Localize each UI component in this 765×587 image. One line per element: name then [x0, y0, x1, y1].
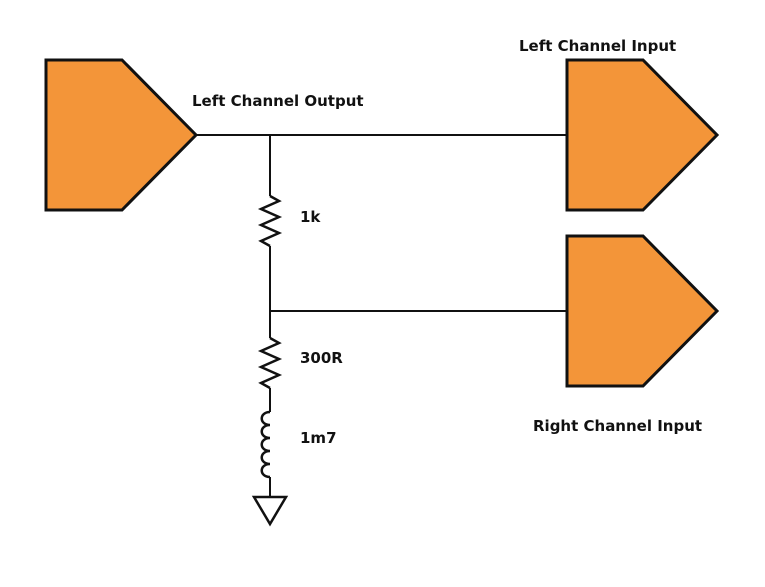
- left-channel-input-block: [565, 58, 720, 212]
- left-channel-output-label: Left Channel Output: [192, 92, 364, 110]
- left-channel-input-label: Left Channel Input: [519, 37, 677, 55]
- resistor-300r-label: 300R: [300, 349, 343, 367]
- resistor-1k-label: 1k: [300, 208, 321, 226]
- ground-icon: [251, 495, 289, 527]
- resistor-1k: [257, 194, 283, 248]
- inductor-1m7: [260, 410, 271, 479]
- left-channel-output-block: [44, 58, 199, 212]
- right-channel-input-block: [565, 234, 720, 388]
- right-channel-input-label: Right Channel Input: [533, 417, 703, 435]
- resistor-300r: [257, 336, 283, 390]
- inductor-1m7-label: 1m7: [300, 429, 337, 447]
